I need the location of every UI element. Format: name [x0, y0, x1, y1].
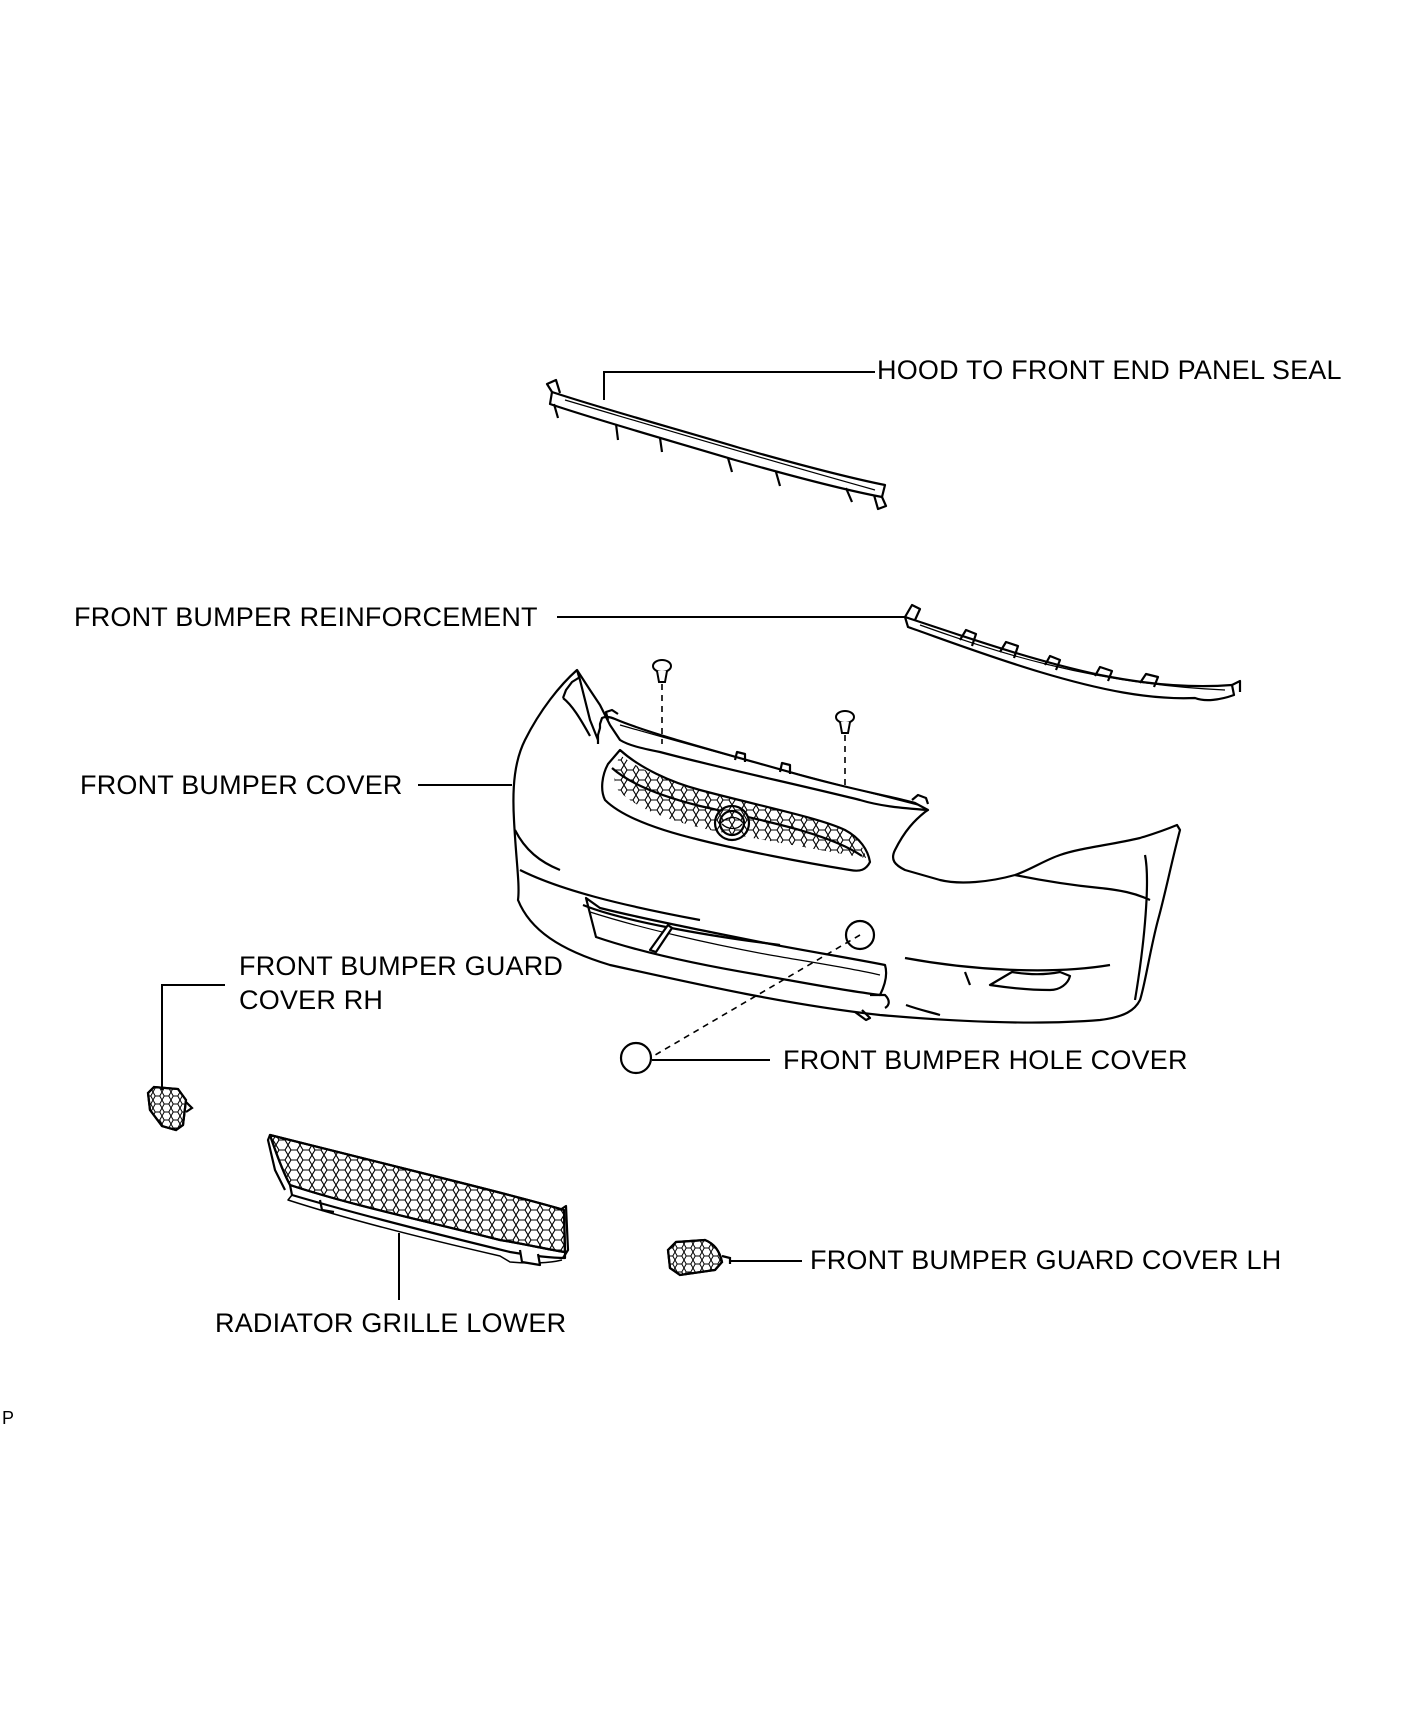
label-radiator-grille-lower: RADIATOR GRILLE LOWER: [215, 1308, 567, 1338]
clip-left: [652, 659, 672, 683]
label-front-bumper-guard-cover-lh: FRONT BUMPER GUARD COVER LH: [810, 1245, 1282, 1275]
page-code: P: [2, 1408, 15, 1428]
guard-cover-rh-part: [146, 1085, 194, 1132]
label-hood-to-front-end-panel-seal: HOOD TO FRONT END PANEL SEAL: [877, 355, 1342, 385]
reinforcement-part: [903, 603, 1242, 702]
hole-cover-part: [619, 1041, 653, 1075]
hood-seal-leader: [603, 371, 875, 400]
label-front-bumper-cover: FRONT BUMPER COVER: [80, 770, 403, 800]
label-front-bumper-reinforcement: FRONT BUMPER REINFORCEMENT: [74, 602, 538, 632]
radiator-grille-lower-part: [266, 1133, 570, 1267]
label-front-bumper-guard-cover-rh-line1: FRONT BUMPER GUARD: [239, 951, 564, 981]
hood-seal-part: [545, 378, 888, 511]
guard-cover-rh-leader: [161, 984, 225, 1090]
label-front-bumper-guard-cover-rh-line2: COVER RH: [239, 985, 384, 1015]
upper-grille-mesh: [614, 755, 866, 858]
guard-cover-lh-part: [666, 1238, 732, 1277]
hole-cover-dashline: [649, 934, 861, 1059]
clip-right: [835, 710, 855, 734]
label-front-bumper-hole-cover: FRONT BUMPER HOLE COVER: [783, 1045, 1188, 1075]
